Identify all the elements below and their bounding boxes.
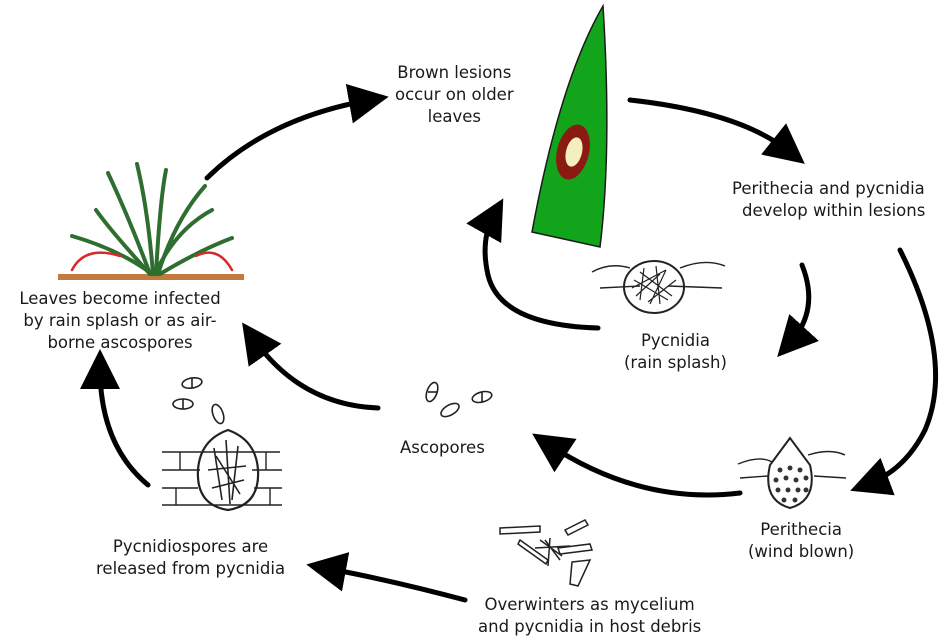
arrow-plant-to-lesions — [207, 100, 370, 178]
label-pycnidiospores: Pycnidiospores are released from pycnidi… — [96, 536, 285, 580]
wheat-plant-illustration — [58, 164, 244, 280]
host-debris-illustration — [500, 520, 592, 586]
pycnidium-tissue-illustration — [162, 430, 282, 510]
arrow-debris-to-pycnidiospores — [325, 568, 465, 600]
label-perithecia-pycnidia: Perithecia and pycnidia develop within l… — [732, 178, 925, 222]
arrow-pycnidiospores-to-leaves — [100, 368, 148, 485]
pycnidium-illustration — [592, 261, 725, 313]
arrow-ascospores-to-leaves — [253, 338, 378, 408]
ascospores-illustration — [424, 381, 493, 419]
label-pycnidia: Pycnidia (rain splash) — [624, 330, 727, 374]
arrow-perithecia-to-ascospores — [548, 444, 740, 495]
arrow-lesions-to-perithecia — [868, 250, 936, 484]
perithecium-illustration — [738, 438, 846, 508]
leaf — [532, 6, 607, 247]
label-overwinters: Overwinters as mycelium and pycnidia in … — [478, 594, 701, 638]
pycnidiospores-illustration — [173, 376, 226, 425]
wheat-blades — [72, 164, 232, 274]
label-leaves-infected: Leaves become infected by rain splash or… — [0, 288, 240, 354]
arrow-lesions-to-perithecia-pycnidia — [630, 100, 790, 152]
label-brown-lesions: Brown lesions occur on older leaves — [395, 62, 514, 128]
arrow-lesions-to-pycnidia — [790, 265, 809, 343]
infected-leaf-illustration — [532, 6, 607, 247]
label-perithecia: Perithecia (wind blown) — [748, 519, 854, 563]
label-ascospores: Ascopores — [400, 437, 485, 459]
